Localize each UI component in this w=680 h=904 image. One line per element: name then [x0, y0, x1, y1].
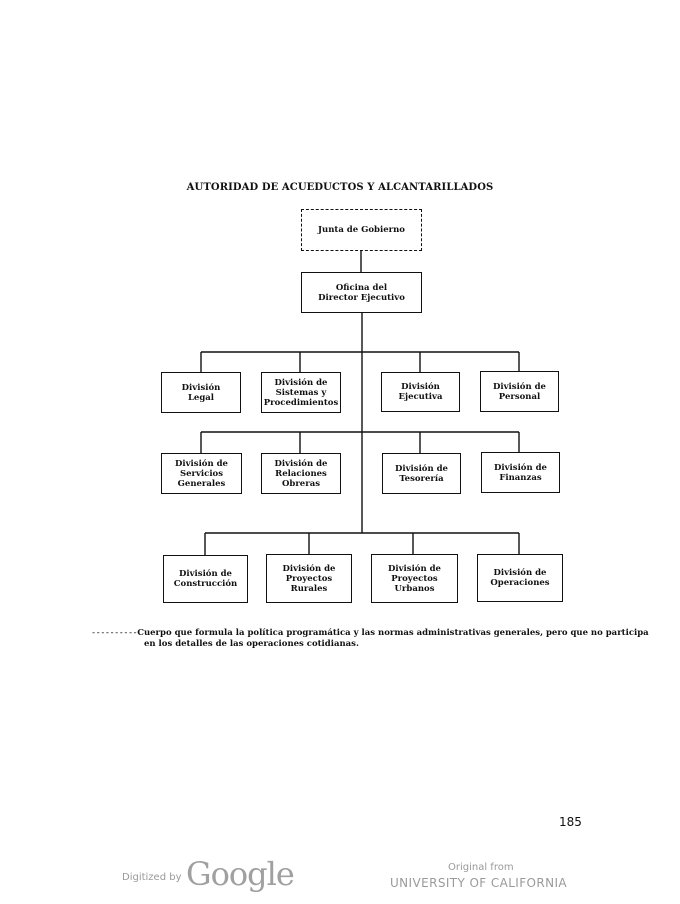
footnote-line-2: en los detalles de las operaciones cotid…: [144, 639, 359, 649]
division-label: División Ejecutiva: [398, 382, 443, 402]
chart-title: AUTORIDAD DE ACUEDUCTOS Y ALCANTARILLADO…: [186, 182, 494, 193]
division-finanzas-box: División de Finanzas: [481, 452, 560, 493]
division-relaciones-box: División de Relaciones Obreras: [261, 453, 341, 494]
division-label: División de Personal: [493, 381, 546, 402]
division-label: División Legal: [181, 382, 221, 403]
board-box: Junta de Gobierno: [301, 209, 422, 251]
original-from-text: Original from: [448, 862, 514, 873]
footnote-line-1: Cuerpo que formula la política programát…: [137, 628, 649, 638]
footnote-dash-leader: ----------: [91, 628, 138, 638]
division-sistemas-box: División de Sistemas y Procedimientos: [261, 372, 341, 413]
division-label: División de Relaciones Obreras: [274, 458, 328, 489]
google-logo: Google: [186, 855, 295, 893]
division-operaciones-box: División de Operaciones: [477, 554, 563, 602]
institution-text: UNIVERSITY OF CALIFORNIA: [390, 876, 568, 890]
footnote: ----------Cuerpo que formula la política…: [91, 628, 651, 650]
division-label: División de Proyectos Urbanos: [388, 563, 441, 594]
page-number: 185: [559, 815, 582, 829]
division-label: División de Proyectos Rurales: [282, 563, 336, 594]
division-rurales-box: División de Proyectos Rurales: [266, 554, 352, 603]
director-label: Oficina del Director Ejecutivo: [318, 282, 405, 303]
division-label: División de Construcción: [173, 569, 238, 589]
division-label: División de Servicios Generales: [175, 458, 228, 489]
division-legal-box: División Legal: [161, 372, 241, 413]
division-construccion-box: División de Construcción: [163, 555, 248, 603]
division-tesoreria-box: División de Tesorería: [382, 453, 461, 494]
division-label: División de Tesorería: [395, 463, 448, 484]
division-ejecutiva-box: División Ejecutiva: [381, 372, 460, 412]
division-urbanos-box: División de Proyectos Urbanos: [371, 554, 458, 603]
board-label: Junta de Gobierno: [318, 225, 405, 235]
division-label: División de Sistemas y Procedimientos: [263, 377, 339, 408]
division-personal-box: División de Personal: [480, 371, 559, 412]
division-label: División de Operaciones: [490, 568, 550, 588]
director-box: Oficina del Director Ejecutivo: [301, 272, 422, 313]
digitized-by-text: Digitized by: [122, 872, 182, 883]
division-servicios-box: División de Servicios Generales: [161, 453, 242, 494]
division-label: División de Finanzas: [494, 462, 547, 483]
